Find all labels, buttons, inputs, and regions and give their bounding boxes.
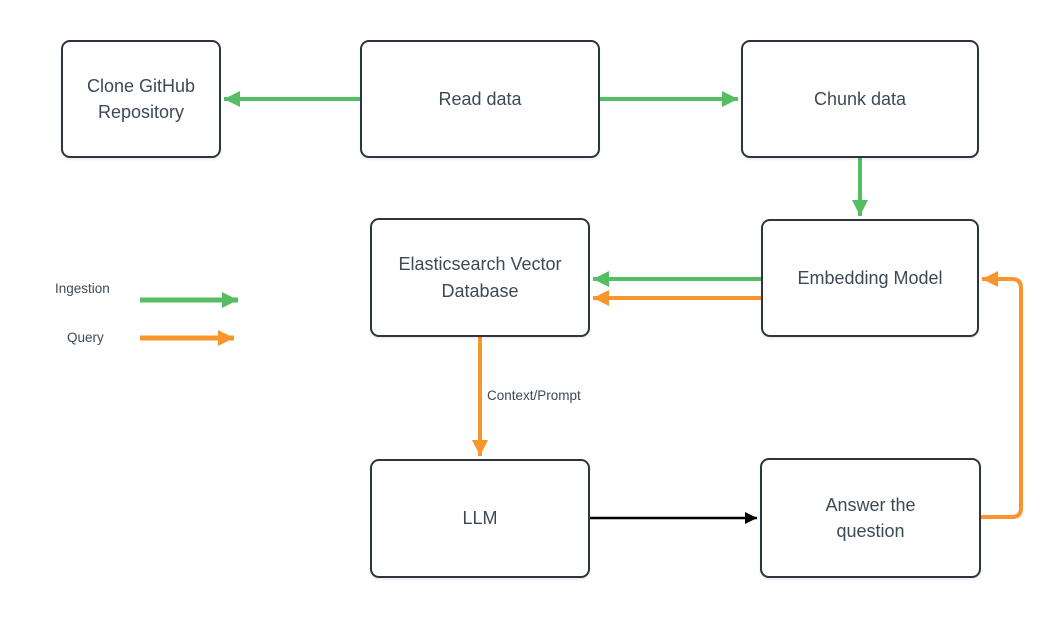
node-label: Embedding Model <box>797 267 943 288</box>
node-label: Read data <box>438 88 522 109</box>
node-label: Elasticsearch Vector Database <box>398 254 562 301</box>
edge-answer-to-embedding-model-arrow <box>980 271 1023 519</box>
node-answer-the-question: Answer the question <box>760 458 981 578</box>
node-chunk-data: Chunk data <box>741 40 979 158</box>
node-label: Answer the question <box>825 494 916 541</box>
node-llm: LLM <box>370 459 590 578</box>
legend-query-label: Query <box>67 330 104 345</box>
node-label: Chunk data <box>813 88 907 109</box>
node-label: LLM <box>462 508 498 529</box>
node-read-data: Read data <box>360 40 600 158</box>
node-elasticsearch-vector-database: Elasticsearch Vector Database <box>370 218 590 337</box>
legend-ingestion-label: Ingestion <box>55 281 110 296</box>
node-clone-github-repository: Clone GitHub Repository <box>61 40 221 158</box>
node-embedding-model: Embedding Model <box>761 219 979 337</box>
node-label: Clone GitHub Repository <box>86 75 196 122</box>
edge-label-context-prompt: Context/Prompt <box>487 388 581 403</box>
